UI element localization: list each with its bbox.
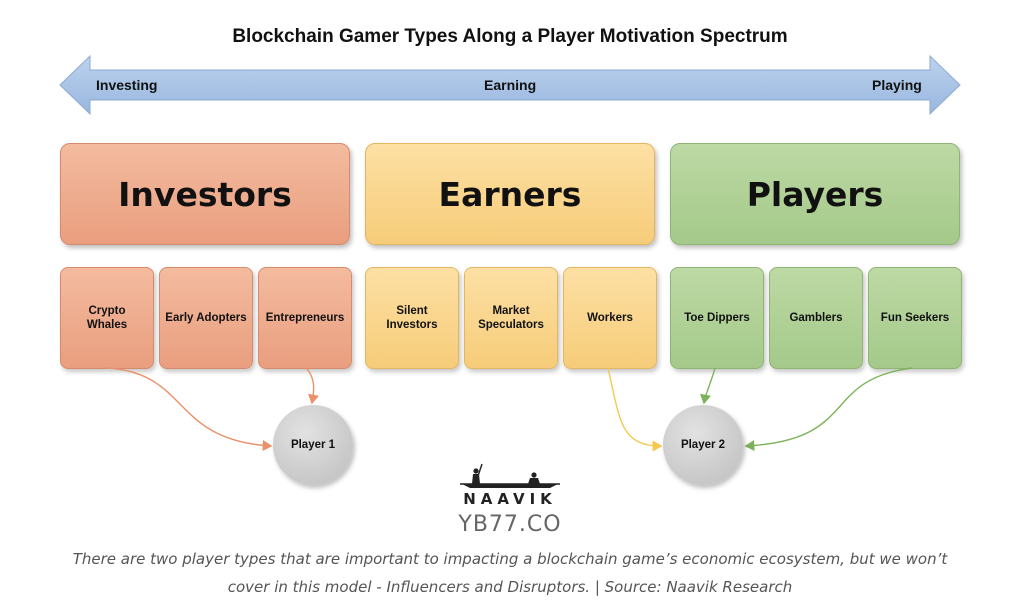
spectrum-label-investing: Investing (96, 77, 158, 93)
subtype-toe-dippers: Toe Dippers (670, 267, 764, 369)
arrow-toe-dippers-to-player2 (699, 367, 716, 405)
subtype-entrepreneurs: Entrepreneurs (258, 267, 352, 369)
subtype-workers: Workers (563, 267, 657, 369)
subtype-silent-investors: Silent Investors (365, 267, 459, 369)
arrow-entrepreneurs-to-player1 (305, 367, 320, 405)
caption-line-1: There are two player types that are impo… (72, 550, 948, 568)
arrow-crypto-whales-to-player1 (105, 367, 273, 452)
watermark: YB77.CO (458, 512, 562, 537)
category-investors: Investors (60, 143, 350, 245)
boat-icon (460, 463, 560, 489)
caption: There are two player types that are impo… (20, 545, 1000, 601)
subtype-fun-seekers: Fun Seekers (868, 267, 962, 369)
arrow-workers-to-player2 (607, 367, 663, 452)
player-1-node: Player 1 (273, 405, 353, 485)
diagram-title: Blockchain Gamer Types Along a Player Mo… (232, 26, 788, 47)
naavik-logo-text: NAAVIK (463, 490, 557, 508)
arrow-fun-seekers-to-player2 (744, 367, 913, 452)
spectrum-label-earning: Earning (484, 77, 537, 93)
subtype-early-adopters: Early Adopters (159, 267, 253, 369)
subtype-gamblers: Gamblers (769, 267, 863, 369)
category-earners: Earners (365, 143, 655, 245)
category-players: Players (670, 143, 960, 245)
subtype-market-speculators: Market Speculators (464, 267, 558, 369)
subtype-crypto-whales: Crypto Whales (60, 267, 154, 369)
spectrum-label-playing: Playing (872, 77, 922, 93)
player-2-node: Player 2 (663, 405, 743, 485)
caption-line-2: cover in this model - Influencers and Di… (227, 578, 793, 596)
spectrum-arrow (59, 54, 961, 116)
